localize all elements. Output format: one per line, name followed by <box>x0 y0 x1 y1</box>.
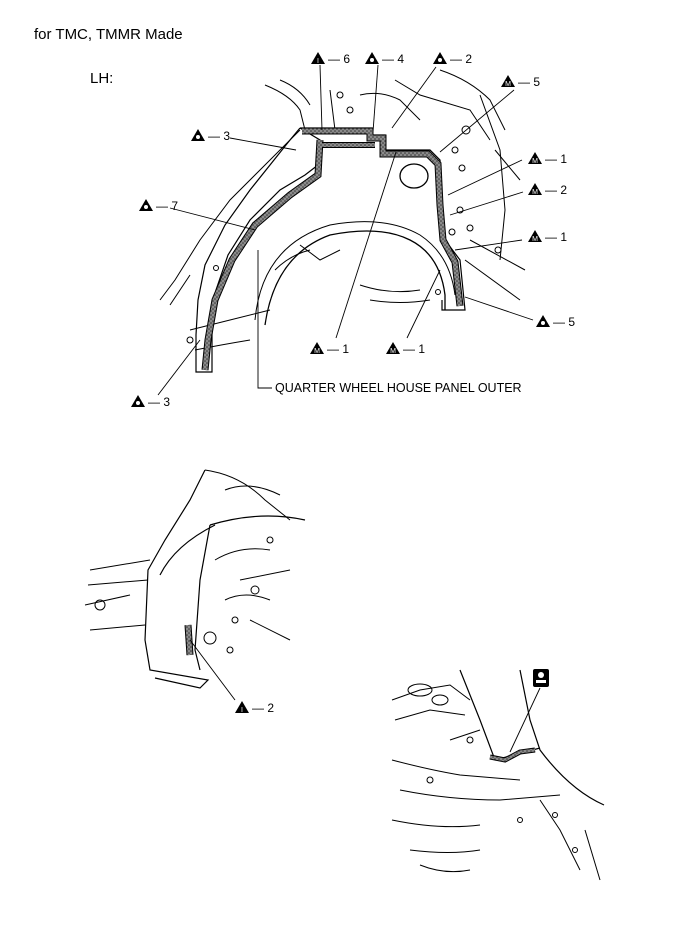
svg-text:— 1: — 1 <box>327 342 349 356</box>
svg-text:M: M <box>532 158 538 165</box>
callout-i2: I — 2 <box>189 639 274 715</box>
page-title: for TMC, TMMR Made <box>34 26 183 43</box>
callout-m1-c: M — 1 <box>310 342 349 356</box>
callout-o5: — 5 <box>536 315 575 329</box>
sealer-symbol-icon <box>509 669 549 753</box>
svg-text:— 1: — 1 <box>545 152 567 166</box>
main-view <box>159 69 526 373</box>
panel-outer-label: QUARTER WHEEL HOUSE PANEL OUTER <box>275 381 522 395</box>
svg-text:— 4: — 4 <box>382 52 404 66</box>
svg-text:M: M <box>390 348 396 355</box>
sealer-band-middle <box>184 624 194 656</box>
svg-text:— 2: — 2 <box>252 701 274 715</box>
callout-o3-top: — 3 <box>191 129 230 143</box>
callout-m2: M — 2 <box>528 183 567 197</box>
callout-i6: I — 6 <box>311 52 350 66</box>
svg-text:M: M <box>532 189 538 196</box>
middle-view <box>84 469 306 689</box>
svg-text:— 1: — 1 <box>403 342 425 356</box>
callout-symbols-main: I — 6 — 4 — 2 M — 5 — 3 M — 1 M — 2 <box>131 52 575 409</box>
svg-text:— 2: — 2 <box>545 183 567 197</box>
callout-m1-d: M — 1 <box>386 342 425 356</box>
callout-o7: — 7 <box>139 199 178 213</box>
leader-lines <box>157 64 534 396</box>
svg-text:M: M <box>532 236 538 243</box>
callout-m1-a: M — 1 <box>528 152 567 166</box>
svg-text:— 6: — 6 <box>328 52 350 66</box>
svg-text:— 5: — 5 <box>553 315 575 329</box>
svg-text:— 3: — 3 <box>208 129 230 143</box>
svg-text:M: M <box>314 348 320 355</box>
svg-text:— 1: — 1 <box>545 230 567 244</box>
svg-text:— 7: — 7 <box>156 199 178 213</box>
callout-o4: — 4 <box>365 52 404 66</box>
bottom-right-view <box>390 662 605 884</box>
callout-m5: M — 5 <box>501 75 540 89</box>
sealer-band-bottom-right <box>489 747 536 763</box>
callout-o2: — 2 <box>433 52 472 66</box>
svg-text:M: M <box>505 81 511 88</box>
svg-text:— 5: — 5 <box>518 75 540 89</box>
svg-text:— 3: — 3 <box>148 395 170 409</box>
svg-text:I: I <box>317 58 319 65</box>
sealer-bands-main <box>201 127 464 371</box>
svg-text:— 2: — 2 <box>450 52 472 66</box>
callout-m1-b: M — 1 <box>528 230 567 244</box>
side-label: LH: <box>90 70 114 87</box>
callout-o3-bottom: — 3 <box>131 395 170 409</box>
svg-text:I: I <box>241 707 243 714</box>
